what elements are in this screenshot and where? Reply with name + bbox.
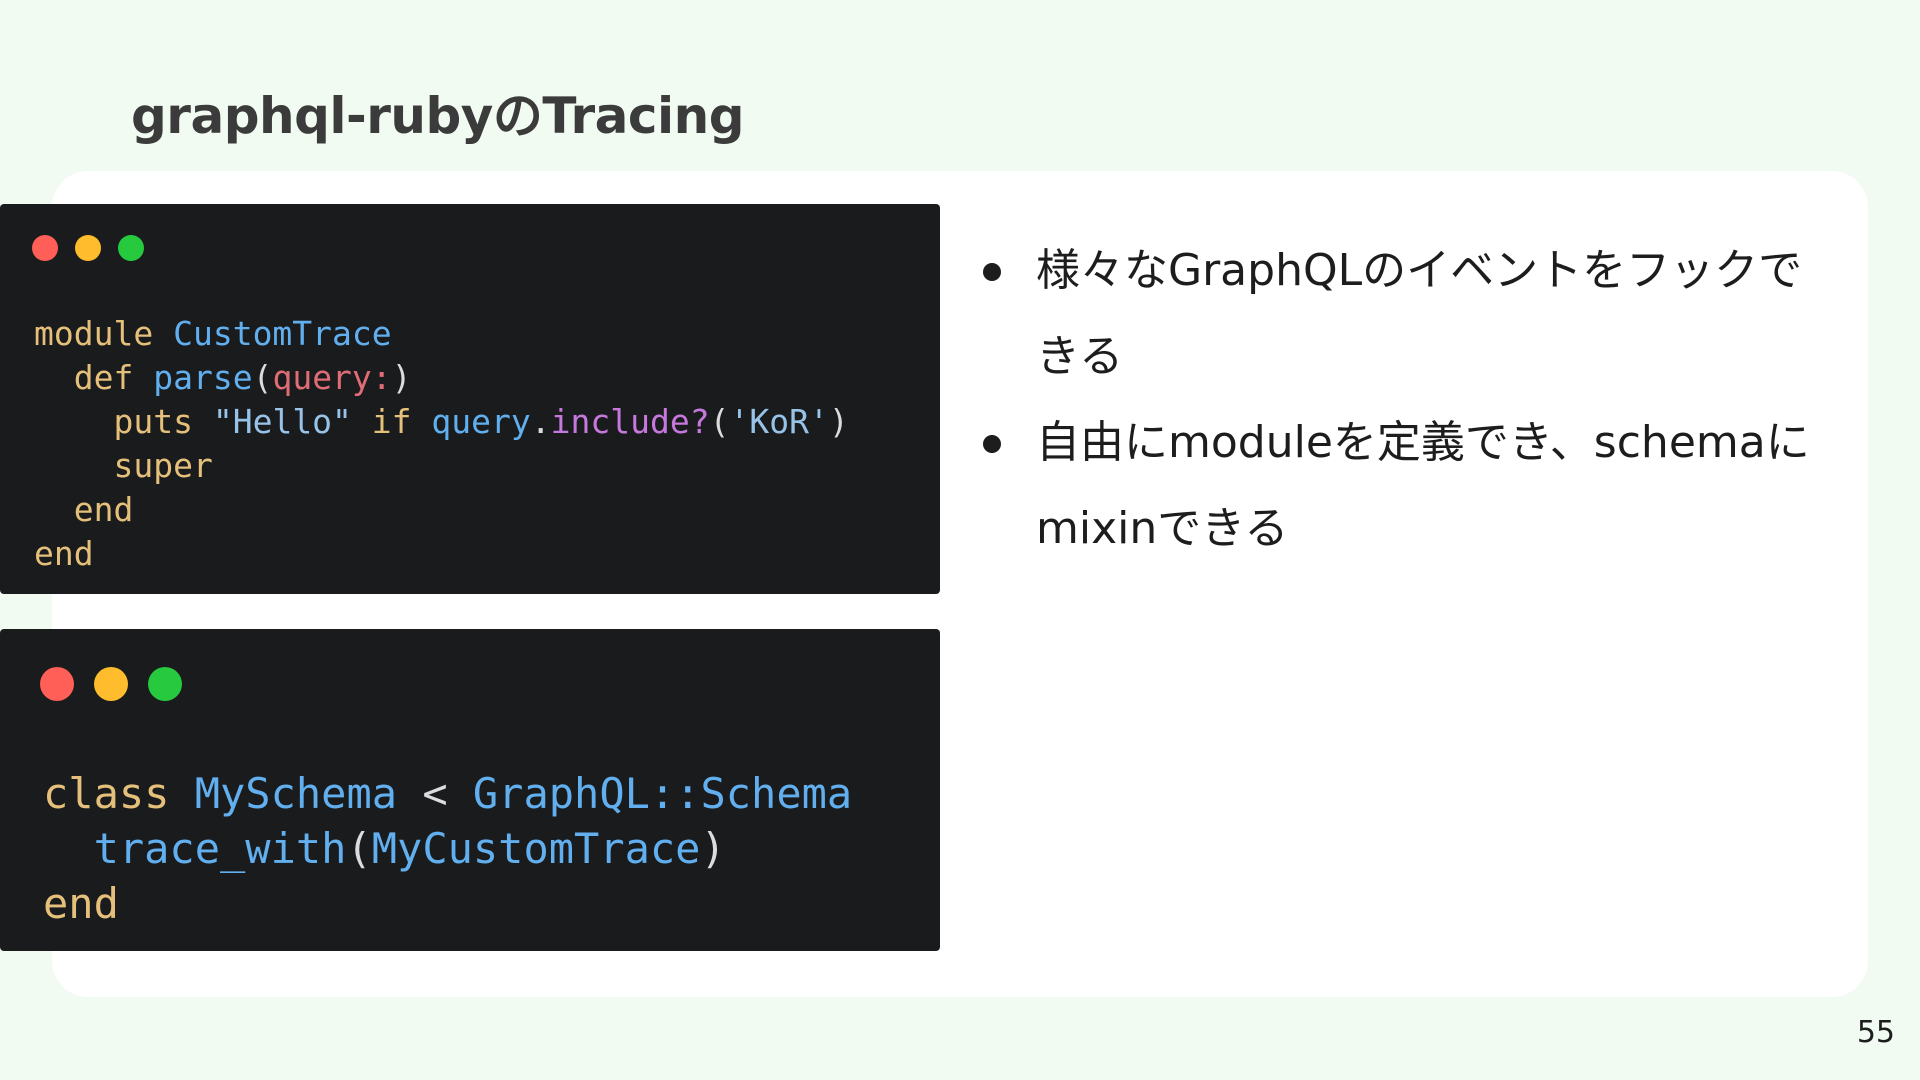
code-line: end [34, 532, 849, 576]
code-token: ) [700, 824, 726, 873]
code-token: . [530, 402, 551, 441]
code-token: ( [252, 358, 273, 397]
code-line: super [34, 444, 849, 488]
code-token: ) [828, 402, 849, 441]
code-token [352, 402, 372, 441]
code-token [193, 402, 213, 441]
code-token [133, 358, 153, 397]
code-token: if [371, 402, 412, 441]
bullet-item: 自由にmoduleを定義でき、schemaにmixinできる [983, 400, 1863, 572]
code-line: def parse(query:) [34, 356, 849, 400]
code-token: ( [709, 402, 730, 441]
code-line: module CustomTrace [34, 312, 849, 356]
code-token [34, 446, 113, 485]
code-token: ) [391, 358, 412, 397]
maximize-dot-icon [118, 235, 144, 261]
page-number: 55 [1856, 1015, 1895, 1050]
code-token [412, 402, 432, 441]
code-token [34, 358, 74, 397]
code-token: super [113, 446, 213, 485]
minimize-dot-icon [94, 667, 128, 701]
code-token: MySchema [194, 769, 398, 818]
code-token: ( [346, 824, 372, 873]
bullet-list: 様々なGraphQLのイベントをフックできる 自由にmoduleを定義でき、sc… [983, 228, 1863, 572]
code-window-trace-module [0, 204, 940, 594]
code-line: trace_with(MyCustomTrace) [43, 821, 852, 876]
code-token [153, 314, 173, 353]
bullet-dot-icon [983, 263, 1001, 281]
code-token: query: [272, 358, 392, 397]
close-dot-icon [40, 667, 74, 701]
code-token: query [431, 402, 531, 441]
code-token: trace_with [93, 824, 347, 873]
code-token: < [397, 769, 473, 818]
code-token: include? [550, 402, 710, 441]
code-token: end [34, 534, 94, 573]
minimize-dot-icon [75, 235, 101, 261]
code-line: class MySchema < GraphQL::Schema [43, 766, 852, 821]
code-block-schema: class MySchema < GraphQL::Schema trace_w… [43, 766, 852, 931]
code-token: GraphQL::Schema [472, 769, 853, 818]
code-token [43, 824, 94, 873]
code-token: parse [153, 358, 253, 397]
slide-title: graphql-rubyのTracing [131, 87, 745, 145]
code-line: end [43, 876, 852, 931]
code-token: end [73, 490, 134, 529]
maximize-dot-icon [148, 667, 182, 701]
code-token: def [73, 358, 134, 397]
window-controls [32, 235, 161, 261]
code-token: "Hello" [212, 402, 352, 441]
bullet-item: 様々なGraphQLのイベントをフックできる [983, 228, 1863, 400]
code-token: puts [113, 402, 193, 441]
code-token: CustomTrace [173, 314, 392, 353]
bullet-text: 自由にmoduleを定義でき、schemaにmixinできる [1036, 417, 1810, 554]
code-token: 'KoR' [729, 402, 829, 441]
code-token: module [34, 314, 154, 353]
code-block-trace-module: module CustomTrace def parse(query:) put… [34, 312, 849, 576]
bullet-text: 様々なGraphQLのイベントをフックできる [1036, 245, 1803, 382]
close-dot-icon [32, 235, 58, 261]
bullet-dot-icon [983, 435, 1001, 453]
window-controls [40, 667, 202, 701]
code-line: puts "Hello" if query.include?('KoR') [34, 400, 849, 444]
code-token [34, 490, 74, 529]
code-token [34, 402, 113, 441]
code-line: end [34, 488, 849, 532]
code-token: MyCustomTrace [371, 824, 701, 873]
code-token: class [43, 769, 170, 818]
code-token [169, 769, 194, 818]
code-token: end [43, 879, 119, 928]
